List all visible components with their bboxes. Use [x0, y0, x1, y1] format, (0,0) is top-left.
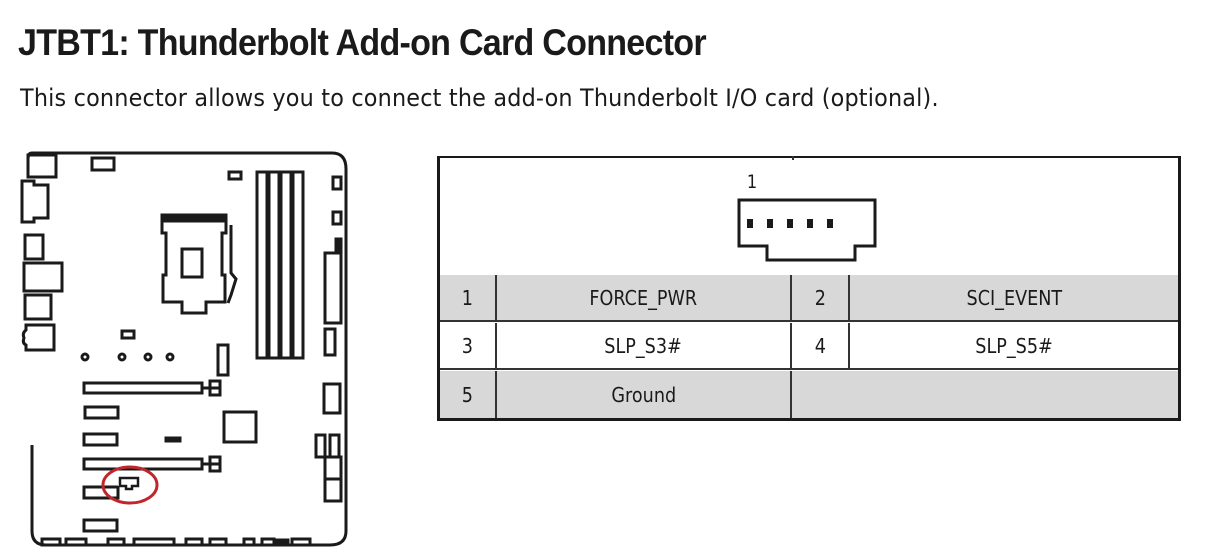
signal-name-cell: FORCE_PWR — [497, 275, 792, 320]
pcie-latch — [202, 455, 222, 473]
header-component — [120, 329, 136, 340]
connector-diagram-cell: 1 — [440, 158, 1178, 277]
dimm-slot — [267, 170, 281, 360]
header-component — [328, 433, 341, 459]
header-component — [323, 327, 337, 357]
header-component — [216, 343, 230, 377]
connector-pin — [767, 219, 773, 228]
chipset — [222, 410, 258, 444]
io-port — [23, 233, 45, 261]
header-component — [314, 433, 327, 459]
screw-hole — [165, 352, 175, 362]
pin-number-cell: 2 — [792, 275, 850, 320]
pcie-x1-slot — [82, 518, 119, 533]
header-component — [334, 237, 343, 255]
cpu-die — [180, 247, 204, 279]
motherboard-diagram — [20, 151, 348, 547]
page-title: JTBT1: Thunderbolt Add-on Card Connector — [18, 22, 707, 63]
pin-definition-table: 1 1 FORCE_PWR 2 SCI_EVENT 3 SLP_S3# 4 SL… — [437, 156, 1181, 421]
bottom-header — [40, 537, 62, 547]
header-component — [323, 455, 343, 481]
cpu-bracket — [160, 213, 228, 223]
bottom-header — [184, 537, 204, 547]
connector-pinout-diagram — [737, 198, 877, 262]
table-row: 5 Ground — [440, 371, 1178, 418]
pin-one-label: 1 — [746, 171, 758, 193]
cpu-lever — [226, 225, 238, 304]
empty-cell — [792, 371, 1178, 418]
header-component — [164, 436, 182, 443]
signal-name-cell: Ground — [497, 371, 792, 418]
header-component — [227, 170, 243, 181]
bottom-header — [272, 538, 290, 546]
bottom-header — [260, 537, 276, 547]
header-component — [322, 382, 342, 415]
atx-power-connector — [323, 251, 343, 325]
signal-name-cell: SLP_S5# — [975, 333, 1053, 358]
pcie-latch — [202, 379, 222, 397]
connector-pin — [807, 219, 813, 228]
screw-hole — [143, 352, 153, 362]
screw-hole — [117, 352, 127, 362]
table-top-divider — [792, 156, 794, 160]
bottom-header — [242, 537, 256, 547]
dimm-slot — [279, 170, 293, 360]
pcie-x1-slot — [82, 432, 119, 447]
bottom-header — [64, 537, 88, 547]
pin-number-cell: 1 — [440, 275, 497, 320]
page-description: This connector allows you to connect the… — [20, 84, 939, 112]
io-port-vga — [20, 179, 50, 224]
header-component — [323, 477, 343, 503]
pcie-slot — [82, 457, 204, 471]
pin-number-cell: 4 — [792, 323, 850, 368]
table-row: 1 FORCE_PWR 2 SCI_EVENT — [440, 275, 1178, 322]
bottom-header — [208, 537, 228, 547]
connector-pin — [787, 219, 793, 228]
jtbt1-highlight-circle — [101, 465, 159, 505]
pcie-x1-slot — [82, 485, 120, 500]
header-component — [90, 156, 116, 172]
header-component — [331, 210, 343, 226]
pin-number-cell: 5 — [440, 371, 497, 418]
bottom-header — [132, 537, 176, 547]
connector-pin — [827, 219, 833, 228]
pin-number-cell: 3 — [440, 323, 497, 368]
table-row: 3 SLP_S3# 4 SLP_S5# — [440, 323, 1178, 370]
header-component — [331, 175, 343, 191]
dimm-slot — [291, 170, 305, 360]
jtbt1-connector — [118, 476, 140, 491]
dimm-slot — [255, 170, 269, 360]
pcie-x1-slot — [83, 405, 120, 420]
connector-housing — [737, 198, 877, 262]
io-port — [22, 261, 64, 293]
bottom-header — [106, 537, 126, 547]
screw-hole — [80, 352, 90, 362]
io-port — [23, 293, 53, 321]
signal-name-cell: SCI_EVENT — [966, 285, 1062, 310]
signal-name-cell: SLP_S3# — [497, 323, 792, 368]
bottom-header — [290, 537, 312, 547]
pcie-slot — [82, 381, 204, 395]
connector-pin — [747, 219, 753, 228]
io-port-audio — [21, 323, 56, 352]
board-outline — [30, 151, 348, 547]
io-port — [26, 153, 58, 179]
cpu-socket — [160, 215, 228, 315]
